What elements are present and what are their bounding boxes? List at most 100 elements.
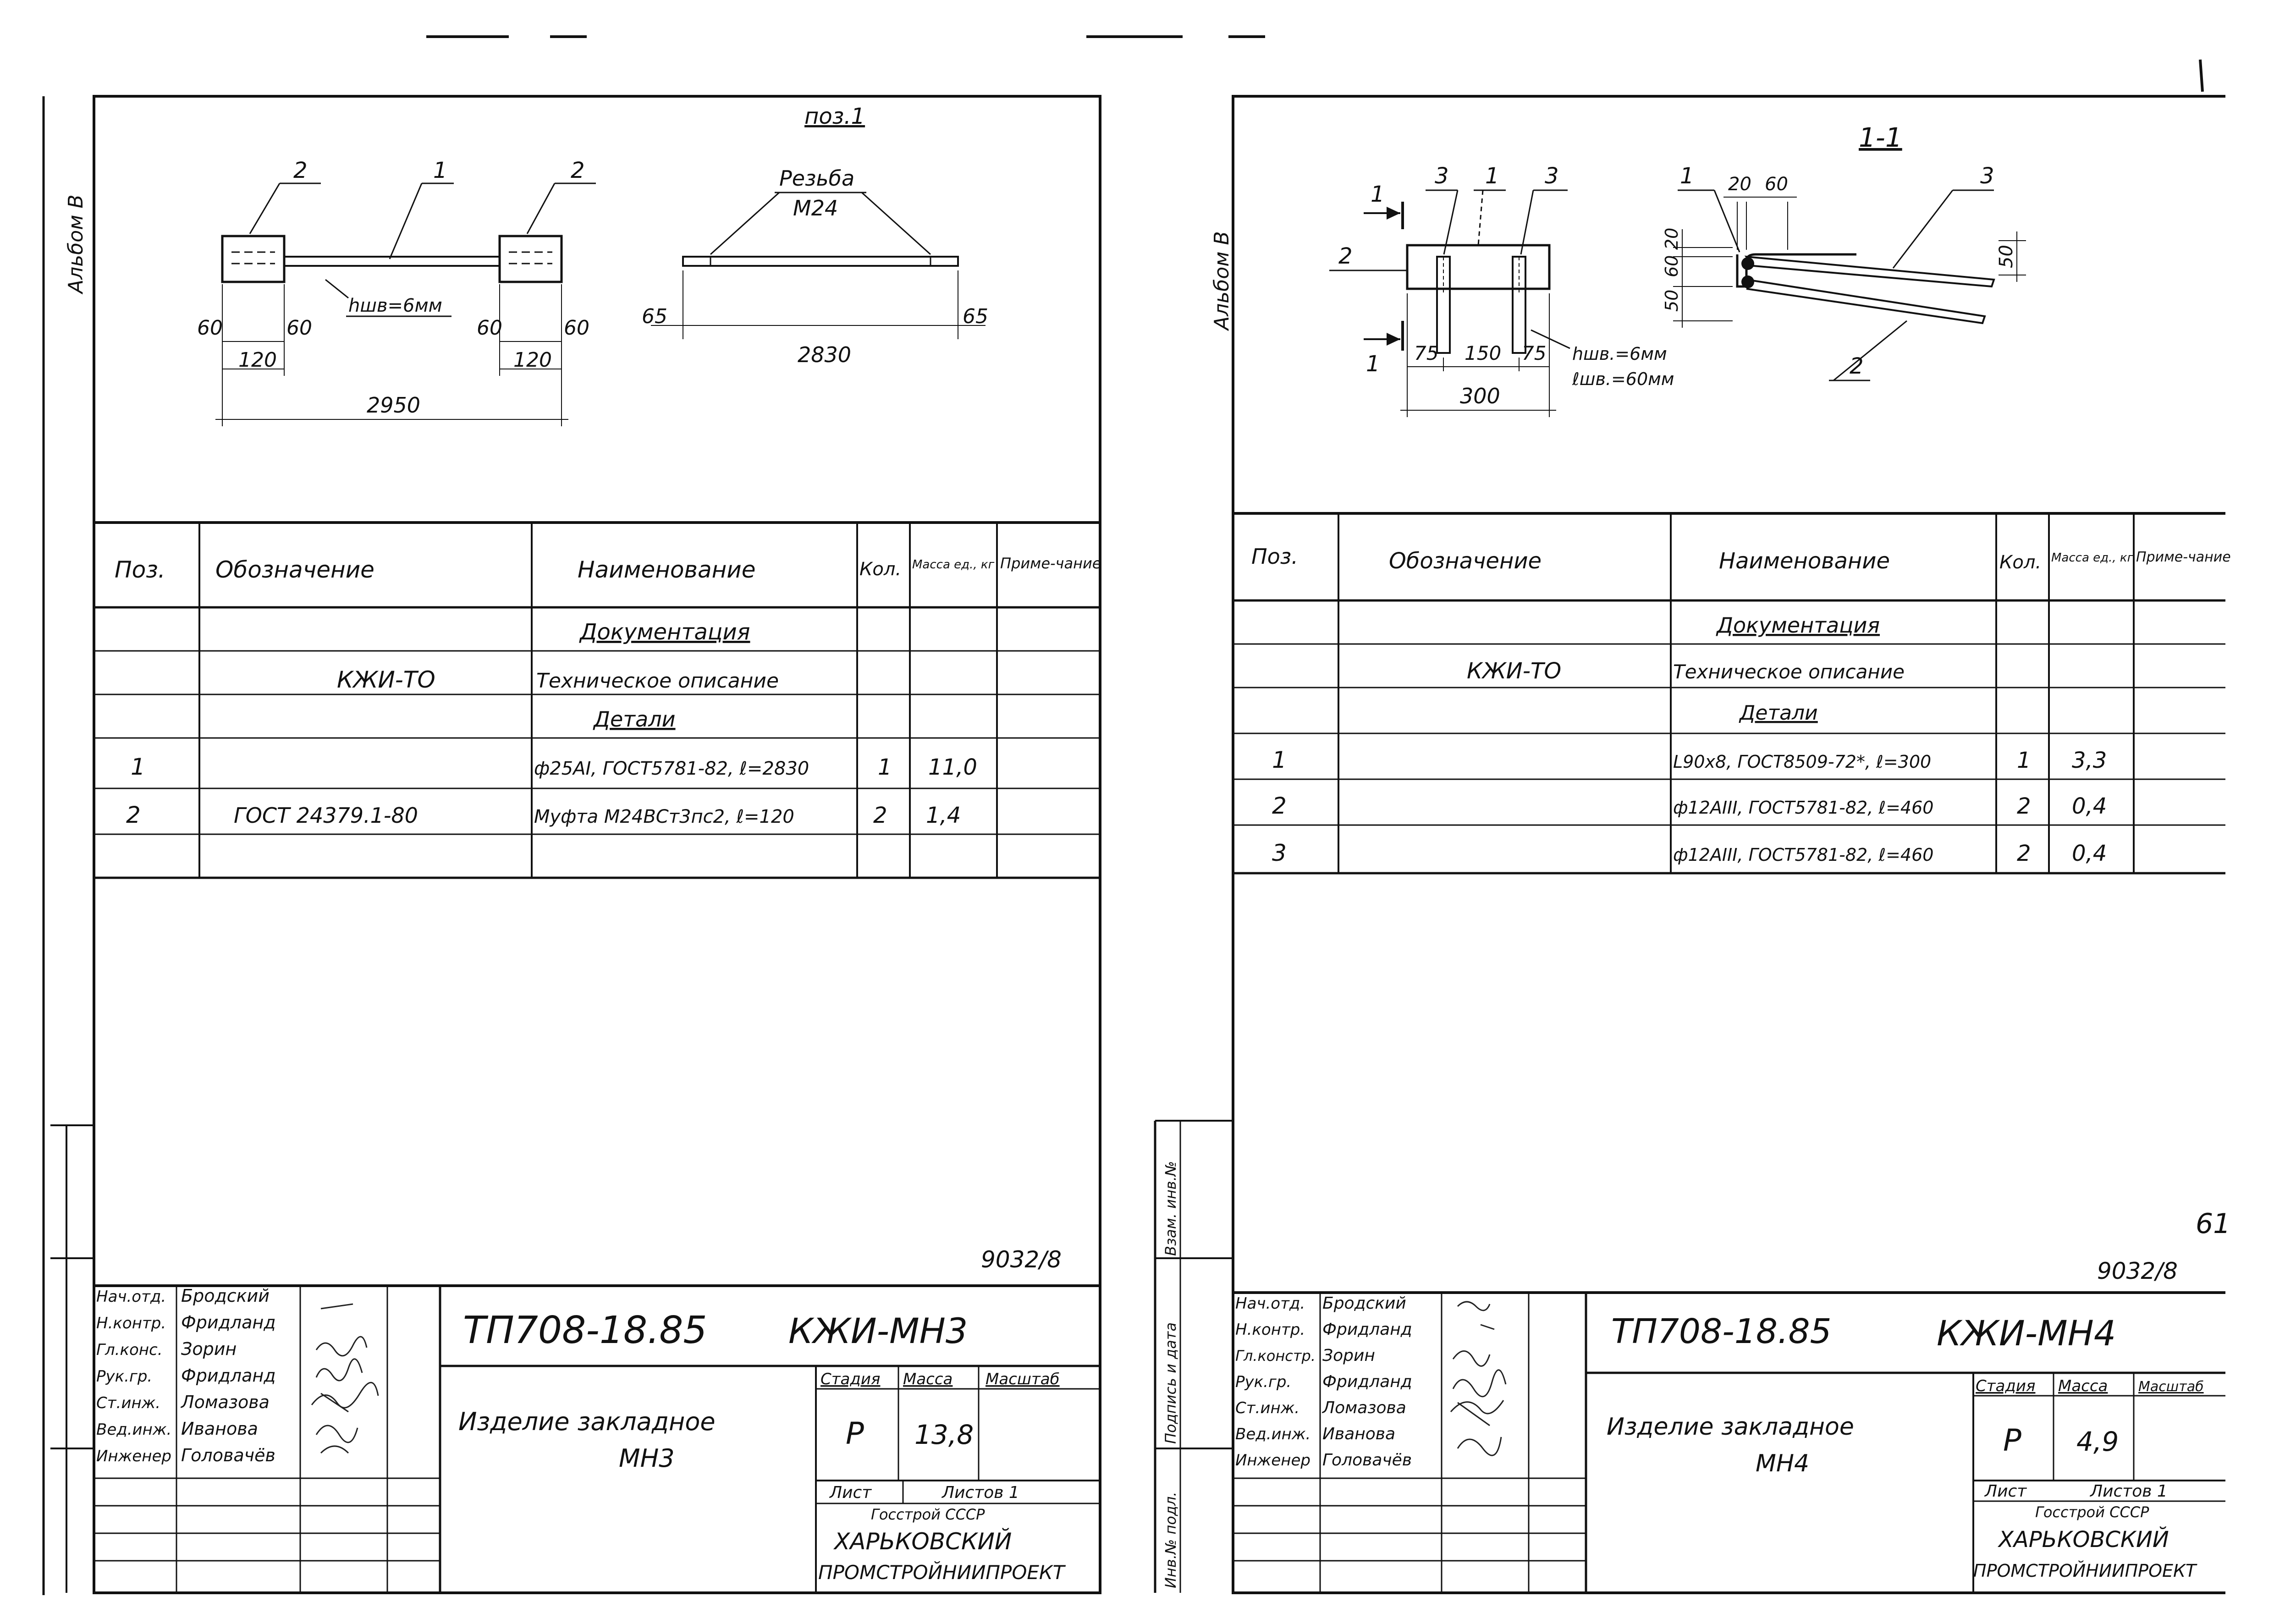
row1-pos-right: 1 xyxy=(1272,747,1287,773)
stage-left: Р xyxy=(846,1416,864,1451)
row-kzhito-right: КЖИ-ТО xyxy=(1467,658,1561,684)
stamp-name-6-right: Головачёв xyxy=(1322,1451,1412,1470)
stamp-role-4-left: Ст.инж. xyxy=(96,1394,160,1412)
bar-drawing: 2 1 2 hшв=6мм 60 60 120 60 60 120 2950 xyxy=(197,158,596,426)
title-block-right: Нач.отд. Н.контр. Гл.констр. Рук.гр. Ст.… xyxy=(1233,1291,2225,1593)
stage-right: Р xyxy=(2003,1423,2021,1458)
stamp-name-1-right: Фридланд xyxy=(1322,1320,1412,1339)
row1-name-left: ф25АI, ГОСТ5781-82, ℓ=2830 xyxy=(534,758,809,779)
row1-mass-left: 11,0 xyxy=(928,754,977,780)
org3-left: ПРОМСТРОЙНИИПРОЕКТ xyxy=(818,1561,1066,1584)
callout-3a-angle: 3 xyxy=(1435,163,1449,189)
doc-code-left: КЖИ-МН3 xyxy=(788,1310,968,1351)
row2-designation-left: ГОСТ 24379.1-80 xyxy=(234,803,418,828)
sheet-code-right: 9032/8 xyxy=(2097,1258,2178,1284)
th-name-right: Наименование xyxy=(1719,548,1890,574)
album-label-left: Альбом В xyxy=(64,194,88,295)
row-techdesc-right: Техническое описание xyxy=(1673,661,1905,683)
stamp-name-0-left: Бродский xyxy=(181,1286,270,1306)
col-scale-right: Масштаб xyxy=(2138,1379,2204,1395)
dim-50-right: 50 xyxy=(1996,245,2017,268)
col-stage-left: Стадия xyxy=(820,1370,880,1388)
dim-2830: 2830 xyxy=(798,342,851,367)
angle-drawing: 1 1 2 3 1 3 75 150 75 300 hшв.=6мм xyxy=(1329,163,1674,417)
callout-2-angle: 2 xyxy=(1338,243,1353,269)
stamp-role-3-left: Рук.гр. xyxy=(96,1367,152,1386)
title-line1-right: Изделие закладное xyxy=(1607,1413,1854,1441)
row1-name-right: L90x8, ГОСТ8509-72*, ℓ=300 xyxy=(1673,752,1931,772)
stamp-name-6-left: Головачёв xyxy=(181,1445,275,1465)
dim-120b: 120 xyxy=(513,348,552,372)
dim-60a: 60 xyxy=(197,316,223,340)
callout-1-section: 1 xyxy=(1680,163,1694,189)
dim-60d: 60 xyxy=(564,316,589,340)
th-designation-right: Обозначение xyxy=(1389,548,1542,574)
mass-left: 13,8 xyxy=(914,1419,974,1450)
sheets-label-left: Листов 1 xyxy=(941,1483,1019,1502)
row1-pos-left: 1 xyxy=(131,754,145,780)
weld-h-right: hшв.=6мм xyxy=(1572,344,1667,364)
th-pos-left: Поз. xyxy=(115,556,165,583)
stamp-name-4-right: Ломазова xyxy=(1321,1398,1406,1417)
th-qty-right: Кол. xyxy=(1999,552,2041,573)
section-title-left: поз.1 xyxy=(804,104,865,129)
stamp-name-5-left: Иванова xyxy=(181,1419,258,1439)
th-note-left: Приме-чание xyxy=(1000,555,1101,572)
th-qty-left: Кол. xyxy=(859,559,901,580)
row3-name-right: ф12АIII, ГОСТ5781-82, ℓ=460 xyxy=(1673,845,1933,865)
dim-50-left: 50 xyxy=(1662,290,1682,312)
right-sheet: Альбом В Взам. инв.№ Подпись и дата Инв.… xyxy=(1086,35,2231,1594)
org1-left: Госстрой СССР xyxy=(871,1506,985,1523)
title-line2-right: МН4 xyxy=(1756,1450,1809,1477)
callout-1-angle: 1 xyxy=(1485,163,1499,189)
dim-75a: 75 xyxy=(1414,342,1438,364)
row-doc-right: Документация xyxy=(1716,613,1880,638)
row1-qty-left: 1 xyxy=(878,754,892,780)
row1-mass-right: 3,3 xyxy=(2072,748,2107,773)
stamp-name-1-left: Фридланд xyxy=(181,1312,276,1332)
weld-label: hшв=6мм xyxy=(348,295,442,316)
stamp-role-1-right: Н.контр. xyxy=(1235,1321,1305,1339)
callout-2-right: 2 xyxy=(571,158,585,183)
left-sheet: Альбом В 2 1 2 hшв=6мм xyxy=(42,35,1101,1595)
org3-right: ПРОМСТРОЙНИИПРОЕКТ xyxy=(1973,1561,2197,1581)
callout-2-left: 2 xyxy=(293,158,308,183)
dim-60b: 60 xyxy=(286,316,312,340)
th-note-right: Приме-чание xyxy=(2136,549,2231,565)
org2-right: ХАРЬКОВСКИЙ xyxy=(1997,1526,2169,1552)
dim-120a: 120 xyxy=(238,348,277,372)
frame-left xyxy=(93,95,1101,1594)
side-label-2: Инв.№ подл. xyxy=(1162,1492,1179,1588)
album-label-right: Альбом В xyxy=(1210,231,1233,331)
th-mass-right: Масса ед., кг xyxy=(2051,551,2134,565)
col-mass-left: Масса xyxy=(903,1370,953,1388)
col-mass-right: Масса xyxy=(2058,1377,2108,1395)
weld-l-right: ℓшв.=60мм xyxy=(1572,369,1674,389)
dim-20-left: 20 xyxy=(1662,228,1682,250)
frame-right xyxy=(1232,95,2225,1594)
mass-right: 4,9 xyxy=(2076,1426,2119,1457)
dim-60-top: 60 xyxy=(1765,174,1788,195)
signatures-right xyxy=(1450,1301,1507,1456)
stamp-name-2-right: Зорин xyxy=(1322,1346,1375,1365)
row2-pos-left: 2 xyxy=(126,802,141,828)
stamp-role-1-left: Н.контр. xyxy=(96,1314,166,1332)
thread-label: Резьба xyxy=(779,166,854,191)
org2-left: ХАРЬКОВСКИЙ xyxy=(833,1528,1012,1555)
page-number: 61 xyxy=(2196,1208,2230,1240)
stamp-name-3-right: Фридланд xyxy=(1322,1372,1412,1391)
row3-qty-right: 2 xyxy=(2017,841,2031,866)
th-designation-left: Обозначение xyxy=(215,556,374,583)
title-line1-left: Изделие закладное xyxy=(458,1407,716,1436)
sheet-label-right: Лист xyxy=(1984,1482,2027,1501)
dim-20-top: 20 xyxy=(1728,174,1751,195)
callout-3-section: 3 xyxy=(1980,163,1994,189)
col-stage-right: Стадия xyxy=(1976,1377,2035,1395)
stamp-role-0-left: Нач.отд. xyxy=(96,1288,166,1306)
stamp-name-4-left: Ломазова xyxy=(180,1392,270,1412)
th-mass-left: Масса ед., кг xyxy=(912,558,995,572)
doc-number-right: ТП708-18.85 xyxy=(1611,1312,1832,1351)
stamp-role-5-left: Вед.инж. xyxy=(96,1420,171,1439)
dim-60-left: 60 xyxy=(1662,255,1682,277)
